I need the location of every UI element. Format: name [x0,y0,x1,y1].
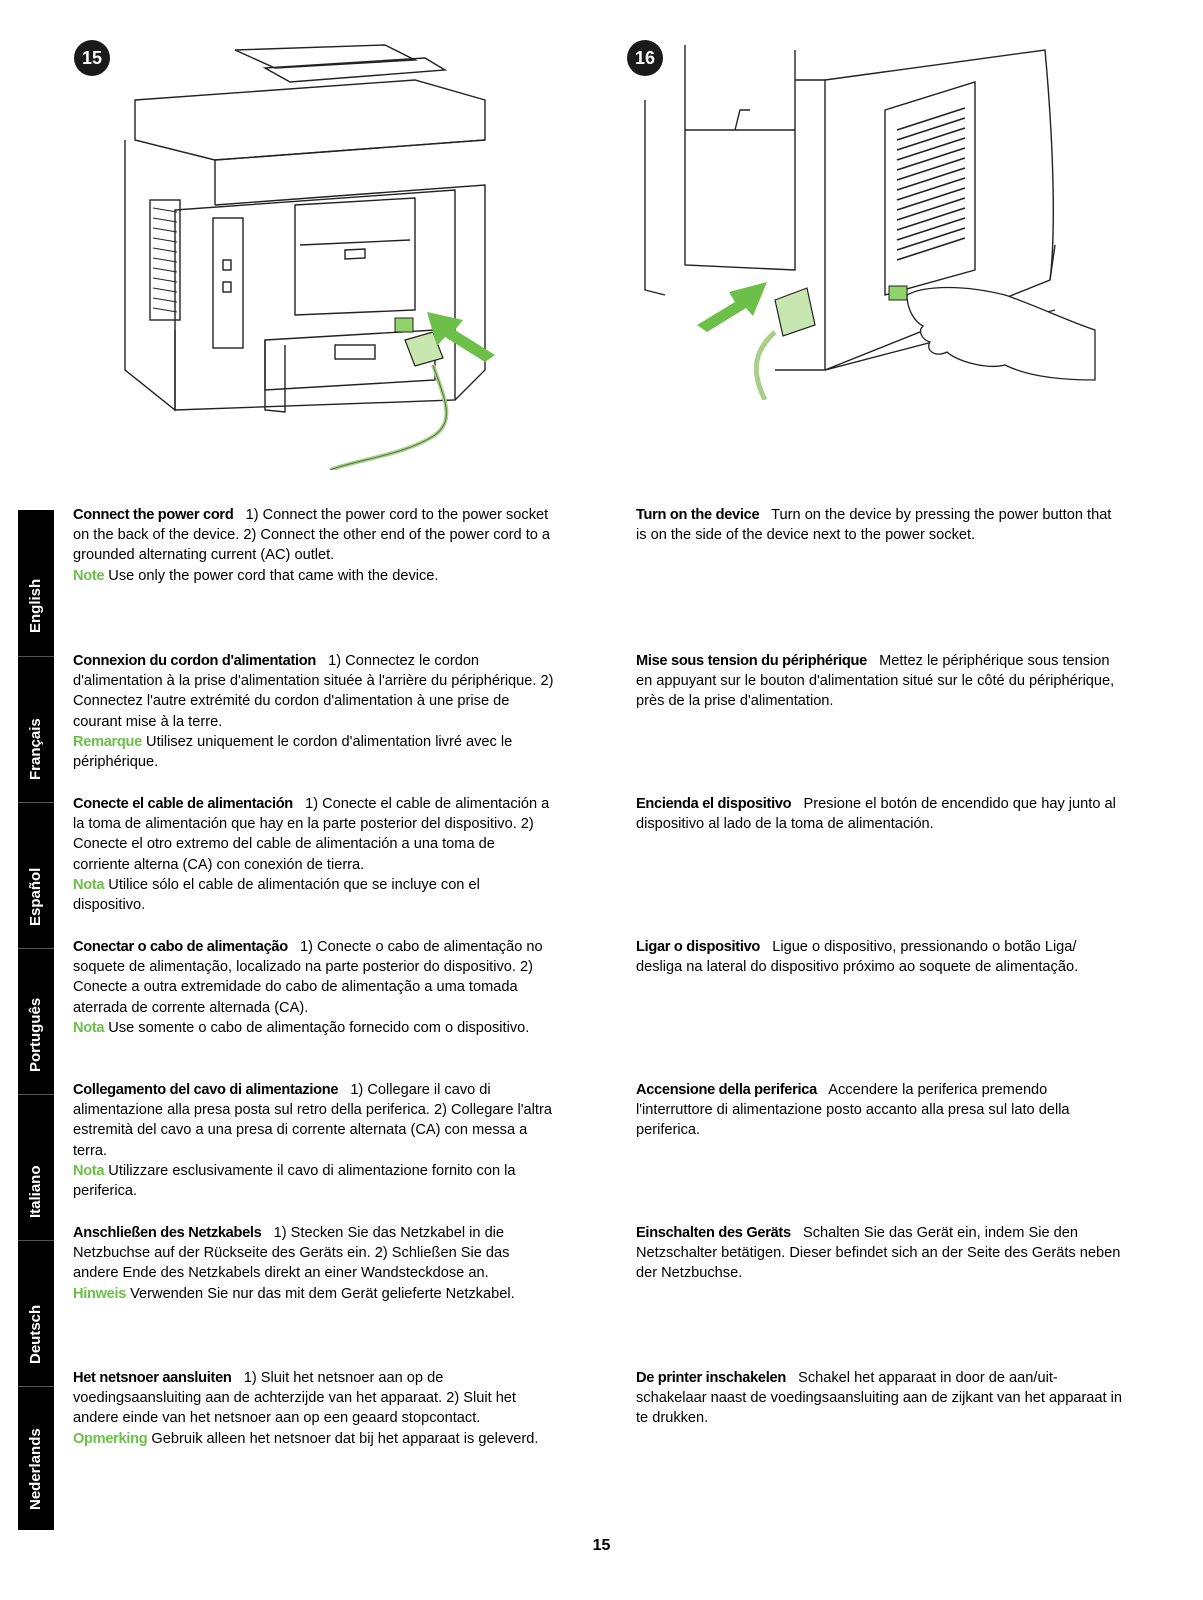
note-label: Remarque [73,733,142,750]
section-nl-turn-on: De printer inschakelen Schakel het appar… [636,1368,1122,1429]
note-text: Utilice sólo el cable de alimentación qu… [73,876,480,914]
section-en-connect: Connect the power cord 1) Connect the po… [73,505,555,586]
section-heading: De printer inschakelen [636,1370,786,1386]
language-sidebar: English Français Español Português Itali… [18,510,54,1530]
section-fr-connect: Connexion du cordon d'alimentation 1) Co… [73,651,555,772]
section-de-turn-on: Einschalten des Geräts Schalten Sie das … [636,1223,1122,1284]
lang-tab-francais: Français [18,656,54,803]
lang-tab-english: English [18,510,54,656]
section-nl-connect: Het netsnoer aansluiten 1) Sluit het net… [73,1368,555,1449]
step-16-badge: 16 [627,40,663,76]
lang-tab-italiano: Italiano [18,1094,54,1241]
note-text: Gebruik alleen het netsnoer dat bij het … [151,1430,539,1447]
note-label: Note [73,567,105,584]
section-body: 1) Collegare il cavo di alimentazione al… [73,1082,552,1159]
lang-label: Deutsch [27,1304,44,1364]
lang-tab-espanol: Español [18,802,54,949]
note-label: Hinweis [73,1285,127,1302]
section-heading: Conecte el cable de alimentación [73,796,293,812]
illustration-turn-on-device [644,45,1096,400]
section-it-turn-on: Accensione della periferica Accendere la… [636,1080,1122,1141]
section-es-turn-on: Encienda el dispositivo Presione el botó… [636,794,1122,834]
section-body: 1) Conecte el cable de alimentación a la… [73,796,550,873]
note-text: Use somente o cabo de alimentação fornec… [108,1019,530,1036]
lang-label: Español [27,867,44,926]
note-text: Utilisez uniquement le cordon d'alimenta… [73,733,513,771]
lang-label: English [27,578,44,633]
lang-tab-portugues: Português [18,948,54,1095]
note-text: Utilizzare esclusivamente il cavo di ali… [73,1162,516,1200]
section-body: Schalten Sie das Gerät ein, indem Sie de… [636,1225,1121,1282]
section-body: Mettez le périphérique sous tension en a… [636,653,1115,710]
section-body: 1) Connectez le cordon d'alimentation à … [73,653,554,730]
section-heading: Turn on the device [636,507,760,523]
section-heading: Einschalten des Geräts [636,1225,791,1241]
section-body: Ligue o dispositivo, pressionando o botã… [636,939,1079,976]
lang-label: Nederlands [27,1428,44,1510]
section-heading: Het netsnoer aansluiten [73,1370,232,1386]
section-body: 1) Stecken Sie das Netzkabel in die Netz… [73,1225,510,1282]
section-pt-connect: Conectar o cabo de alimentação 1) Conect… [73,937,555,1038]
section-heading: Accensione della periferica [636,1082,817,1098]
lang-label: Italiano [27,1165,44,1218]
lang-label: Français [27,718,44,780]
illustration-connect-power-cord [124,44,495,470]
note-label: Nota [73,876,105,893]
note-label: Opmerking [73,1430,148,1447]
section-body: Accendere la periferica premendo l'inter… [636,1082,1070,1139]
section-heading: Conectar o cabo de alimentação [73,939,288,955]
lang-tab-nederlands: Nederlands [18,1386,54,1533]
note-text: Use only the power cord that came with t… [108,567,439,584]
section-heading: Mise sous tension du périphérique [636,653,867,669]
section-heading: Anschließen des Netzkabels [73,1225,262,1241]
section-it-connect: Collegamento del cavo di alimentazione 1… [73,1080,555,1201]
section-body: Presione el botón de encendido que hay j… [636,796,1116,833]
section-body: 1) Sluit het netsnoer aan op de voedings… [73,1370,516,1427]
section-pt-turn-on: Ligar o dispositivo Ligue o dispositivo,… [636,937,1122,977]
section-body: 1) Connect the power cord to the power s… [73,507,551,564]
section-body: Schakel het apparaat in door de aan/uit-… [636,1370,1122,1427]
note-label: Nota [73,1162,105,1179]
lang-label: Português [27,997,44,1072]
section-heading: Connexion du cordon d'alimentation [73,653,316,669]
section-en-turn-on: Turn on the device Turn on the device by… [636,505,1122,545]
section-fr-turn-on: Mise sous tension du périphérique Mettez… [636,651,1122,712]
page-number: 15 [592,1537,611,1554]
section-heading: Connect the power cord [73,507,234,523]
note-text: Verwenden Sie nur das mit dem Gerät geli… [130,1285,515,1302]
section-heading: Ligar o dispositivo [636,939,761,955]
lang-tab-deutsch: Deutsch [18,1240,54,1387]
section-heading: Collegamento del cavo di alimentazione [73,1082,339,1098]
note-label: Nota [73,1019,105,1036]
section-body: 1) Conecte o cabo de alimentação no soqu… [73,939,543,1016]
step-15-badge: 15 [74,40,110,76]
section-de-connect: Anschließen des Netzkabels 1) Stecken Si… [73,1223,555,1304]
section-es-connect: Conecte el cable de alimentación 1) Cone… [73,794,555,915]
section-heading: Encienda el dispositivo [636,796,792,812]
section-body: Turn on the device by pressing the power… [636,507,1112,544]
